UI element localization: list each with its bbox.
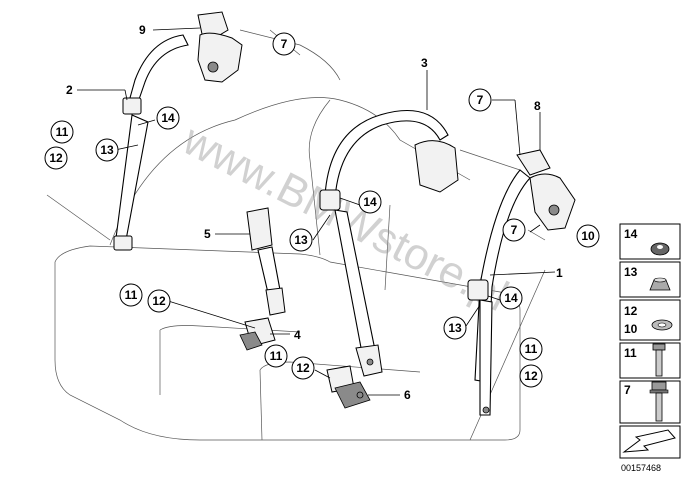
circled-callout-12-right: 12 (519, 364, 543, 388)
callout-3: 3 (421, 56, 428, 70)
callout-8: 8 (534, 99, 541, 113)
svg-text:7: 7 (511, 223, 518, 237)
circled-callout-13-right: 13 (443, 316, 467, 340)
svg-text:11: 11 (270, 349, 283, 363)
callout-5: 5 (204, 227, 211, 241)
circled-callout-14-center: 14 (358, 190, 382, 214)
svg-text:12: 12 (524, 369, 538, 383)
arrow-icon (622, 429, 676, 453)
collar-bolt-icon (649, 381, 669, 422)
svg-text:7: 7 (477, 93, 484, 107)
svg-text:14: 14 (363, 195, 377, 209)
legend-label-13: 13 (624, 265, 638, 279)
circled-callout-11-left: 11 (50, 120, 74, 144)
svg-text:7: 7 (281, 37, 288, 51)
diagram-code: 00157468 (621, 463, 661, 473)
center-belt-assembly (319, 109, 459, 377)
legend-label-11: 11 (624, 346, 637, 360)
legend-cell-7 (619, 380, 681, 424)
circled-callout-12-mid: 12 (147, 289, 171, 313)
circled-callout-12-center: 12 (291, 356, 315, 380)
svg-text:13: 13 (448, 321, 462, 335)
buckle-6 (326, 365, 371, 409)
svg-text:12: 12 (49, 151, 63, 165)
legend-cell-13 (619, 261, 681, 298)
bolt-icon (652, 343, 666, 377)
legend-label-7: 7 (624, 383, 631, 397)
svg-text:11: 11 (56, 125, 69, 139)
callout-4: 4 (294, 328, 301, 342)
left-belt-assembly (113, 11, 243, 251)
circled-callout-13-left: 13 (95, 138, 119, 162)
callout-2: 2 (66, 83, 73, 97)
right-belt-assembly (467, 149, 576, 416)
legend-label-14: 14 (624, 227, 638, 241)
circled-callout-11-center: 11 (264, 344, 288, 368)
legend-label-10: 10 (624, 322, 638, 336)
svg-text:13: 13 (100, 143, 114, 157)
circled-callout-13-center: 13 (289, 228, 313, 252)
legend-cell-14 (619, 223, 681, 260)
callout-6: 6 (404, 388, 411, 402)
legend-label-12: 12 (624, 304, 638, 318)
legend-cell-11 (619, 342, 681, 379)
svg-text:12: 12 (296, 361, 310, 375)
svg-text:11: 11 (125, 288, 138, 302)
svg-text:11: 11 (525, 342, 538, 356)
circled-callout-7-top: 7 (272, 32, 296, 56)
buckle-4 (239, 317, 276, 351)
svg-text:10: 10 (581, 229, 595, 243)
circled-callout-14-right: 14 (499, 286, 523, 310)
callout-1: 1 (556, 266, 563, 280)
circled-callout-11-mid: 11 (119, 283, 143, 307)
circled-callout-14-left: 14 (156, 106, 180, 130)
legend-cell-12-10 (619, 299, 681, 341)
circled-callout-7-right-top: 7 (468, 88, 492, 112)
callout-9: 9 (139, 23, 146, 37)
circled-callout-10: 10 (576, 224, 600, 248)
svg-text:14: 14 (161, 111, 175, 125)
leader-lines (77, 27, 556, 396)
svg-text:12: 12 (152, 294, 166, 308)
parts-legend: 14 13 12 10 11 7 00157468 (619, 223, 681, 473)
circled-callout-11-right: 11 (519, 337, 543, 361)
circled-callout-7-right-mid: 7 (502, 218, 526, 242)
buckle-5 (246, 207, 286, 316)
svg-text:14: 14 (504, 291, 518, 305)
circled-callout-12-left: 12 (44, 146, 68, 170)
svg-text:13: 13 (294, 233, 308, 247)
